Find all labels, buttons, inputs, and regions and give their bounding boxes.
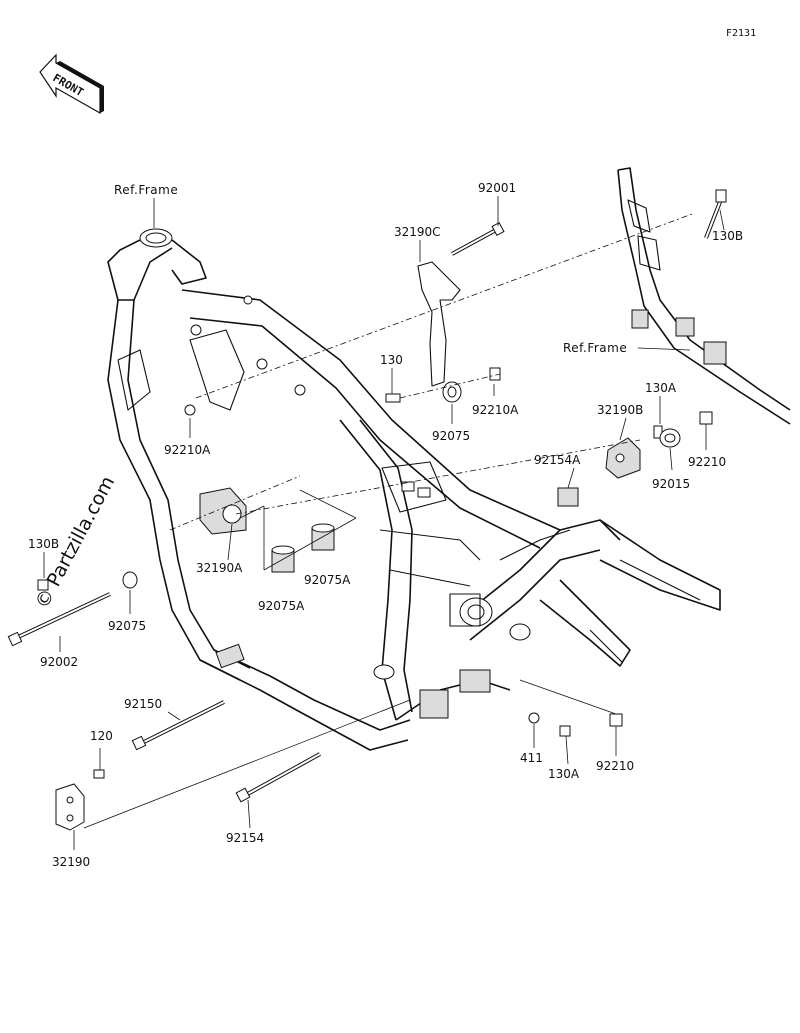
label-92075-upper: 92075 [432,429,470,443]
nut-92210A-left [184,404,196,416]
bushing-92015 [659,428,681,448]
label-92150: 92150 [124,697,162,711]
washer-411 [528,712,540,724]
label-32190A: 32190A [196,561,243,575]
front-arrow-icon: FRONT [39,53,104,115]
bracket-32190 [55,783,85,831]
diagram-code: F2131 [726,28,756,39]
spacer-92154A [557,487,579,507]
bolt-92154 [235,752,321,803]
bolt-130B-left [37,579,49,591]
label-130: 130 [380,353,403,367]
bolt-130B-top [704,189,727,239]
bolt-120 [93,769,105,779]
mount-92075A-left [271,545,295,573]
ref-frame-label-right: Ref.Frame [563,341,627,355]
label-92154A: 92154A [534,453,581,467]
bolt-92150 [131,700,225,751]
label-32190: 32190 [52,855,90,869]
label-92210-right: 92210 [688,455,726,469]
label-92154: 92154 [226,831,264,845]
label-92210A-mid: 92210A [472,403,519,417]
label-92015: 92015 [652,477,690,491]
part-labels: Ref.Frame Ref.Frame 92001 32190C 130B 13… [28,181,743,869]
label-130B-left: 130B [28,537,59,551]
swingarm [449,519,721,667]
label-92210A-left: 92210A [164,443,211,457]
nut-92210-right [699,411,713,425]
bolt-130A-lower [559,725,571,737]
leader-lines [43,196,725,850]
label-130A-upper: 130A [645,381,677,395]
label-130B-top: 130B [712,229,743,243]
label-32190B: 32190B [597,403,643,417]
bolt-92002 [7,592,111,647]
label-92075-lower: 92075 [108,619,146,633]
rear-subframe [617,167,791,425]
bracket-32190C [417,261,461,387]
nut-92210-lower [609,713,623,727]
label-92075A-right: 92075A [304,573,351,587]
label-32190C: 32190C [394,225,441,239]
label-92210-lower: 92210 [596,759,634,773]
label-92075A-left: 92075A [258,599,305,613]
bolt-130 [385,393,401,403]
washer-92075-lower [122,571,138,589]
center-lines [169,213,693,531]
label-130A-lower: 130A [548,767,580,781]
label-411: 411 [520,751,543,765]
ref-frame-label-left: Ref.Frame [114,183,178,197]
label-92002: 92002 [40,655,78,669]
bolt-92001 [451,222,505,256]
washer-92075-upper [442,381,462,403]
main-frame [107,228,561,751]
label-92001: 92001 [478,181,516,195]
label-120: 120 [90,729,113,743]
